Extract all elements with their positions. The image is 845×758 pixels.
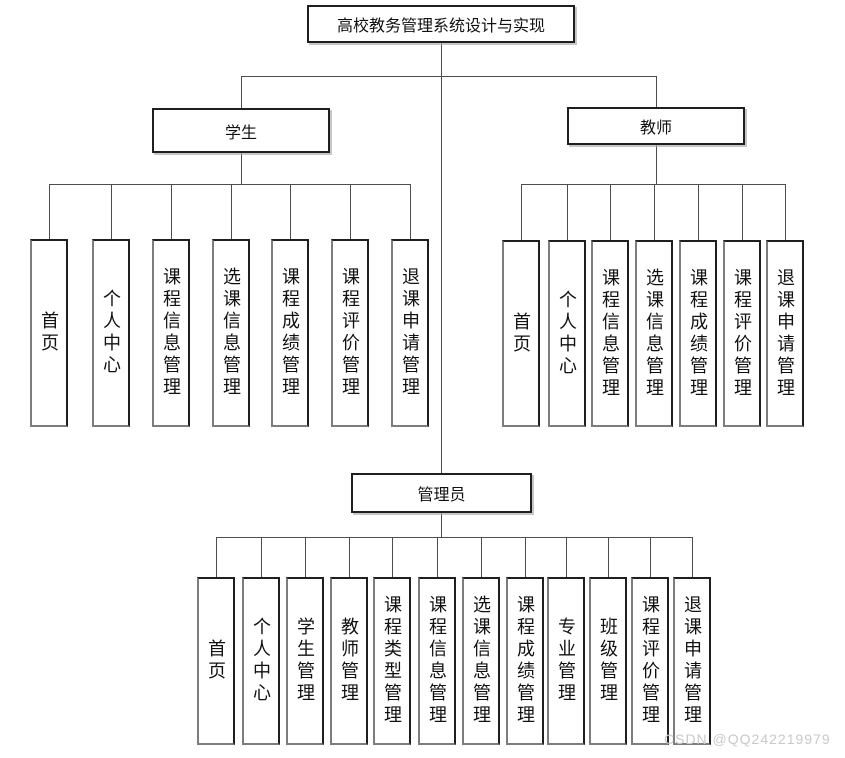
role-node-student: 学生 xyxy=(152,108,330,153)
role-node-admin: 管理员 xyxy=(351,473,532,513)
teacher-menu-course-grade-mgmt: 课程成绩管理 xyxy=(679,240,717,427)
role-node-student-label: 学生 xyxy=(224,124,257,142)
admin-menu-personal-center: 个人中心 xyxy=(242,577,280,745)
connector-teacher-drop xyxy=(656,145,657,184)
connector-stub xyxy=(216,537,217,577)
student-menu-personal-center: 个人中心 xyxy=(92,239,130,427)
connector-stub xyxy=(521,184,522,240)
connector-stub xyxy=(610,184,611,240)
admin-menu-class-mgmt: 班级管理 xyxy=(589,577,627,745)
admin-menu-course-type-mgmt: 课程类型管理 xyxy=(373,577,411,745)
csdn-watermark: CSDN @QQ242219979 xyxy=(664,731,831,747)
student-menu-course-info-mgmt: 课程信息管理 xyxy=(152,239,190,427)
connector-stub xyxy=(305,537,306,577)
student-menu-course-grade-mgmt: 课程成绩管理 xyxy=(271,239,309,427)
connector-stub xyxy=(392,537,393,577)
role-node-teacher-label: 教师 xyxy=(639,120,672,137)
connector-stub xyxy=(349,537,350,577)
admin-menu-course-selection-mgmt: 选课信息管理 xyxy=(462,577,500,745)
connector-stub xyxy=(785,184,786,240)
connector-teacher-bus xyxy=(521,184,785,185)
connector-to-student xyxy=(241,76,242,108)
connector-stub xyxy=(171,184,172,239)
connector-stub xyxy=(566,537,567,577)
admin-menu-teacher-mgmt: 教师管理 xyxy=(330,577,368,745)
role-node-teacher: 教师 xyxy=(567,107,745,145)
teacher-menu-home: 首页 xyxy=(502,240,540,427)
connector-stub xyxy=(698,184,699,240)
connector-stub xyxy=(742,184,743,240)
teacher-menu-course-withdrawal-mgmt: 退课申请管理 xyxy=(766,240,804,427)
connector-stub xyxy=(350,184,351,239)
connector-stub xyxy=(410,184,411,239)
root-node-label: 高校教务管理系统设计与实现 xyxy=(336,18,545,35)
connector-stub xyxy=(525,537,526,577)
connector-stub xyxy=(261,537,262,577)
connector-stub xyxy=(111,184,112,239)
student-menu-course-withdrawal-mgmt: 退课申请管理 xyxy=(391,239,429,427)
connector-to-teacher xyxy=(656,76,657,107)
connector-student-bus xyxy=(49,184,411,185)
connector-stub xyxy=(481,537,482,577)
admin-menu-course-grade-mgmt: 课程成绩管理 xyxy=(506,577,544,745)
admin-menu-course-withdrawal-mgmt: 退课申请管理 xyxy=(673,577,711,745)
connector-stub xyxy=(231,184,232,239)
admin-menu-home: 首页 xyxy=(197,577,235,745)
teacher-menu-personal-center: 个人中心 xyxy=(548,240,586,427)
connector-root-bus xyxy=(241,76,657,77)
connector-stub xyxy=(567,184,568,240)
connector-stub xyxy=(692,537,693,577)
connector-stub xyxy=(49,184,50,239)
admin-menu-major-mgmt: 专业管理 xyxy=(547,577,585,745)
connector-admin-drop xyxy=(441,513,442,537)
connector-to-admin xyxy=(441,76,442,473)
admin-menu-student-mgmt: 学生管理 xyxy=(286,577,324,745)
connector-student-drop xyxy=(241,153,242,184)
connector-stub xyxy=(654,184,655,240)
root-node: 高校教务管理系统设计与实现 xyxy=(307,5,575,43)
admin-menu-course-eval-mgmt: 课程评价管理 xyxy=(631,577,669,745)
role-node-admin-label: 管理员 xyxy=(417,487,466,504)
admin-menu-course-info-mgmt: 课程信息管理 xyxy=(418,577,456,745)
connector-stub xyxy=(290,184,291,239)
connector-stub xyxy=(608,537,609,577)
student-menu-course-eval-mgmt: 课程评价管理 xyxy=(331,239,369,427)
student-menu-home: 首页 xyxy=(30,239,68,427)
connector-stub xyxy=(650,537,651,577)
connector-root-drop xyxy=(441,43,442,76)
connector-admin-bus xyxy=(216,537,692,538)
teacher-menu-course-eval-mgmt: 课程评价管理 xyxy=(723,240,761,427)
teacher-menu-course-selection-mgmt: 选课信息管理 xyxy=(635,240,673,427)
teacher-menu-course-info-mgmt: 课程信息管理 xyxy=(591,240,629,427)
student-menu-course-selection-mgmt: 选课信息管理 xyxy=(212,239,250,427)
connector-stub xyxy=(437,537,438,577)
